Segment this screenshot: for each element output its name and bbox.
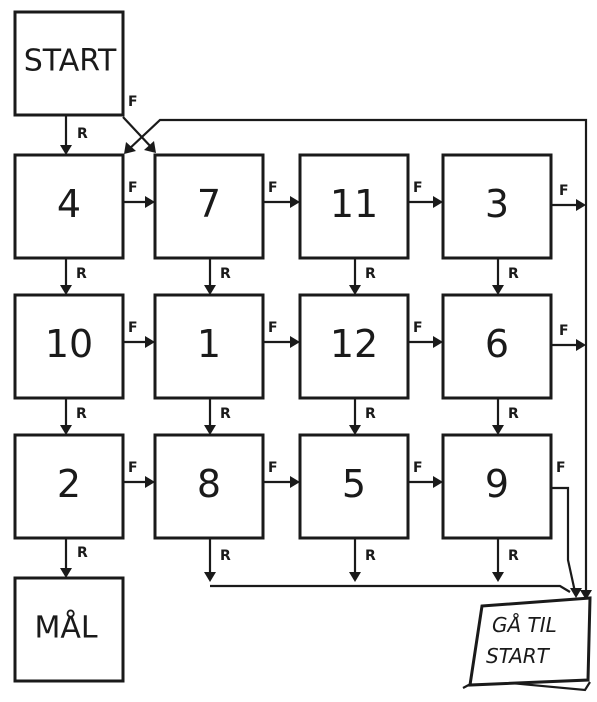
wrong-label-r0c2: F	[413, 180, 423, 196]
goal-label: MÅL	[34, 610, 97, 646]
wrong-label-r0c0: F	[128, 180, 138, 196]
right-r0c2-arrowhead	[349, 285, 361, 295]
two-right-label: R	[77, 545, 88, 561]
question-number-2: 2	[57, 462, 81, 506]
return-loop-line	[127, 118, 588, 473]
wrong-exit-r1-arrowhead	[576, 339, 586, 351]
start-wrong-label: F	[128, 94, 138, 110]
right-label-r0c1: R	[220, 266, 231, 282]
two-right-to-goal-arrowhead	[60, 568, 72, 578]
question-number-5: 5	[342, 462, 366, 506]
right-r1c0-arrowhead	[60, 425, 72, 435]
question-box-7	[153, 153, 265, 260]
question-box-8	[153, 433, 265, 540]
wrong-label-r1c1: F	[268, 320, 278, 336]
question-number-7: 7	[197, 182, 221, 226]
right-label-r1c2: R	[365, 406, 376, 422]
wrong-label-r1c2: F	[413, 320, 423, 336]
return-to-start-card: GÅ TIL START	[462, 596, 592, 692]
start-wrong-arrow	[122, 116, 153, 149]
nine-wrong-label: F	[556, 460, 566, 476]
start-label: START	[24, 44, 117, 79]
question-box-9	[441, 433, 553, 540]
question-number-1: 1	[197, 322, 221, 366]
wrong-label-r2c2: F	[413, 460, 423, 476]
wrong-r0c2-arrowhead	[433, 196, 443, 208]
flow-arrows	[60, 115, 592, 600]
right-r0c1-arrowhead	[204, 285, 216, 295]
question-box-4	[13, 153, 125, 260]
question-number-6: 6	[485, 322, 509, 366]
start-box	[13, 10, 125, 117]
wrong-label-r2c0: F	[128, 460, 138, 476]
wrong-r0c0-arrowhead	[145, 196, 155, 208]
wrong-r1c2-arrowhead	[433, 336, 443, 348]
question-number-3: 3	[485, 182, 509, 226]
wrong-r0c1-arrowhead	[290, 196, 300, 208]
nine-wrong-to-card	[551, 486, 577, 593]
edge-labels: R F F F F F F F F F F F F F R R R R R R R R R R R R	[76, 94, 569, 564]
right-label-r1c1: R	[220, 406, 231, 422]
nine-wrong-to-card-arrowhead	[570, 588, 582, 598]
right-label-r0c2: R	[365, 266, 376, 282]
wrong-r2c0-arrowhead	[145, 476, 155, 488]
question-box-3	[441, 153, 553, 260]
goal-box	[13, 576, 125, 683]
bottom-right-r3-arrowhead	[492, 572, 504, 582]
question-box-6	[441, 293, 553, 400]
start-wrong-arrowhead	[144, 141, 156, 153]
right-r0c3-arrowhead	[492, 285, 504, 295]
wrong-label-r2c1: F	[268, 460, 278, 476]
question-number-8: 8	[197, 462, 221, 506]
return-card-line-2: START	[486, 644, 551, 668]
right-r1c3-arrowhead	[492, 425, 504, 435]
wrong-exit-r0-arrowhead	[576, 199, 586, 211]
wrong-r1c0-arrowhead	[145, 336, 155, 348]
right-r1c1-arrowhead	[204, 425, 216, 435]
wrong-exit-label-r1: F	[559, 323, 569, 339]
wrong-r2c1-arrowhead	[290, 476, 300, 488]
bottom-right-label-c3: R	[508, 548, 519, 564]
start-right-label: R	[77, 126, 88, 142]
bottom-right-label-c1: R	[220, 548, 231, 564]
question-grid: 4 7 11 3 10 1 12 6 2 8 5 9	[13, 153, 553, 540]
question-number-10: 10	[45, 322, 93, 366]
wrong-exit-label-r0: F	[559, 183, 569, 199]
bottom-right-r2-arrowhead	[349, 572, 361, 582]
start-right-arrowhead	[60, 145, 72, 155]
wrong-r1c1-arrowhead	[290, 336, 300, 348]
question-box-2	[13, 433, 125, 540]
question-box-1	[153, 293, 265, 400]
question-number-4: 4	[57, 182, 81, 226]
question-number-9: 9	[485, 462, 509, 506]
question-box-10	[13, 293, 125, 400]
return-card-line-1: GÅ TIL	[492, 613, 557, 637]
right-label-r1c0: R	[76, 406, 87, 422]
wrong-label-r0c1: F	[268, 180, 278, 196]
bottom-right-label-c2: R	[365, 548, 376, 564]
right-label-r0c3: R	[508, 266, 519, 282]
bottom-collector-line	[210, 584, 571, 593]
wrong-r2c2-arrowhead	[433, 476, 443, 488]
question-number-12: 12	[330, 322, 378, 366]
bottom-right-r1-arrowhead	[204, 572, 216, 582]
wrong-label-r1c0: F	[128, 320, 138, 336]
loop-to-card-arrowhead	[580, 590, 592, 600]
question-number-11: 11	[330, 182, 378, 226]
right-r0c0-arrowhead	[60, 285, 72, 295]
right-label-r1c3: R	[508, 406, 519, 422]
return-loop-arrowhead	[124, 142, 136, 154]
right-r1c2-arrowhead	[349, 425, 361, 435]
right-label-r0c0: R	[76, 266, 87, 282]
